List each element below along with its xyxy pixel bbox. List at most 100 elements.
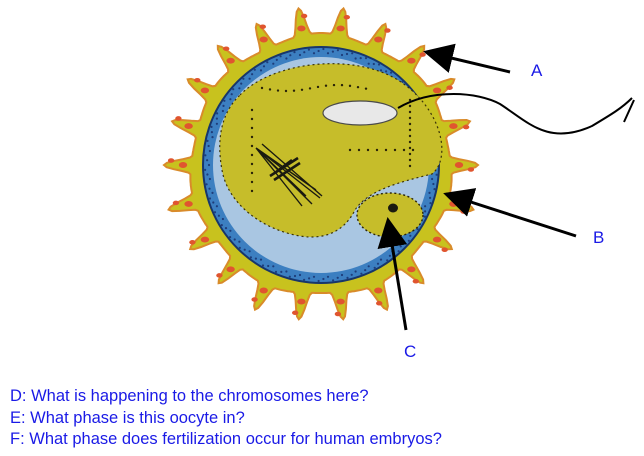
zona-granule	[208, 197, 212, 200]
zona-granule	[204, 154, 207, 157]
zona-granule	[322, 47, 325, 51]
corona-cell-nuclei	[167, 13, 475, 317]
zona-granule	[207, 144, 210, 148]
ooplasm-granule	[250, 171, 254, 175]
corona-nucleus	[449, 123, 458, 130]
corona-nucleus	[216, 273, 223, 278]
corona-nucleus	[226, 57, 235, 64]
zona-granule	[293, 274, 297, 278]
zona-granule	[204, 168, 207, 171]
corona-nucleus	[336, 25, 345, 32]
corona-nucleus	[259, 24, 266, 29]
ooplasm-granule	[408, 98, 412, 102]
zona-granule	[259, 69, 263, 72]
corona-nucleus	[175, 116, 182, 121]
zona-granule	[249, 256, 252, 259]
zona-granule	[261, 264, 265, 267]
corona-nucleus	[407, 266, 416, 273]
zona-granule	[432, 182, 435, 186]
zona-granule	[240, 82, 243, 85]
ooplasm-granule	[364, 87, 368, 90]
zona-granule	[206, 139, 209, 142]
ooplasm-granule	[408, 104, 412, 108]
zona-granule	[272, 265, 275, 268]
corona-nucleus	[336, 298, 345, 305]
arrow-b	[443, 188, 577, 238]
ooplasm-granule	[408, 116, 412, 120]
zona-granule	[275, 58, 278, 62]
ooplasm-granule	[375, 148, 379, 152]
question-d: D: What is happening to the chromosomes …	[10, 387, 369, 405]
zona-granule	[216, 112, 219, 115]
corona-nucleus	[297, 298, 306, 305]
zona-granule	[364, 269, 367, 272]
zona-granule	[272, 62, 275, 65]
zona-granule	[206, 173, 209, 176]
zona-granule	[364, 57, 368, 60]
corona-nucleus	[454, 162, 464, 168]
zona-granule	[340, 273, 344, 277]
zona-granule	[379, 69, 383, 72]
corona-nucleus	[374, 36, 383, 43]
zona-granule	[233, 238, 236, 241]
zona-granule	[230, 93, 233, 96]
corona-nucleus	[184, 123, 193, 130]
zona-granule	[307, 48, 310, 51]
zona-granule	[208, 149, 211, 153]
corona-nucleus	[167, 158, 175, 163]
ooplasm-granule	[250, 117, 254, 121]
zona-granule	[346, 276, 349, 279]
zona-granule	[409, 234, 412, 237]
ooplasm-granule	[276, 89, 280, 92]
ooplasm-granule	[408, 158, 412, 162]
zona-granule	[288, 275, 291, 278]
corona-nucleus	[460, 209, 467, 214]
zona-granule	[212, 201, 215, 204]
zona-granule	[248, 77, 251, 80]
zona-granule	[424, 210, 427, 213]
ooplasm-granule	[250, 135, 254, 139]
ooplasm-granule	[300, 88, 304, 91]
zona-granule	[322, 277, 325, 281]
corona-nucleus	[223, 46, 230, 51]
zona-granule	[211, 191, 214, 194]
zona-granule	[401, 240, 404, 243]
zona-granule	[312, 52, 316, 55]
zona-granule	[298, 53, 302, 57]
corona-nucleus	[432, 87, 442, 94]
zona-granule	[215, 117, 218, 120]
label-b: B	[593, 228, 604, 247]
zona-granule	[379, 258, 383, 261]
zona-granule	[340, 53, 344, 57]
corona-nucleus	[226, 266, 235, 273]
corona-nucleus	[184, 200, 193, 207]
ooplasm-granule	[408, 164, 412, 168]
zona-granule	[372, 62, 375, 66]
zona-granule	[242, 77, 245, 80]
zona-granule	[221, 109, 224, 113]
ooplasm-granule	[250, 180, 254, 184]
ooplasm-granule	[268, 88, 272, 91]
zona-granule	[423, 215, 426, 218]
ooplasm-granule	[260, 86, 264, 90]
zona-granule	[308, 277, 311, 280]
ooplasm-granule	[332, 83, 336, 87]
question-e: E: What phase is this oocyte in?	[10, 408, 245, 427]
zona-granule	[289, 54, 292, 57]
zona-granule	[280, 270, 283, 273]
zona-granule	[354, 57, 357, 60]
corona-nucleus	[384, 28, 391, 33]
zona-granule	[424, 205, 427, 208]
ooplasm-granule	[408, 146, 412, 150]
ooplasm-granule	[408, 110, 412, 114]
corona-nucleus	[432, 236, 442, 243]
zona-granule	[229, 98, 232, 101]
ooplasm-granule	[348, 84, 352, 88]
zona-granule	[222, 104, 225, 107]
label-cover-oval	[322, 100, 398, 126]
zona-granule	[238, 240, 241, 243]
label-a: A	[531, 61, 543, 80]
ooplasm-granule	[356, 85, 360, 89]
zona-granule	[431, 177, 434, 181]
corona-nucleus	[259, 36, 268, 43]
